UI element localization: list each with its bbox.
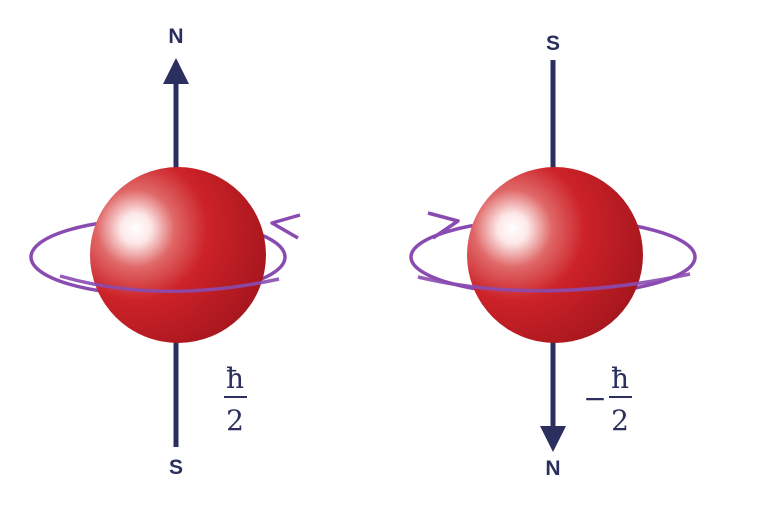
spin-up-top-pole-label: N (168, 25, 183, 48)
spin-up-numerator: ħ (226, 362, 244, 395)
spin-down-bottom-pole-label: N (545, 457, 560, 480)
arrow-up-head-icon (163, 58, 189, 84)
rotation-band-front (59, 274, 280, 294)
spin-up-group: N S ħ 2 (29, 25, 301, 479)
rotation-band-front (417, 272, 691, 293)
rotation-arrow-icon (427, 211, 460, 240)
spin-down-sign: − (583, 382, 606, 415)
rotation-arrow-icon (270, 213, 301, 240)
sphere-icon (467, 167, 643, 343)
spin-up-bottom-pole-label: S (169, 456, 183, 479)
spin-down-denominator: 2 (611, 404, 629, 437)
sphere-icon (90, 167, 266, 343)
spin-up-denominator: 2 (226, 404, 244, 437)
spin-down-group: S N − ħ 2 (409, 32, 697, 480)
spin-down-numerator: ħ (611, 362, 629, 395)
arrow-down-head-icon (540, 426, 566, 452)
spin-down-top-pole-label: S (546, 32, 560, 55)
